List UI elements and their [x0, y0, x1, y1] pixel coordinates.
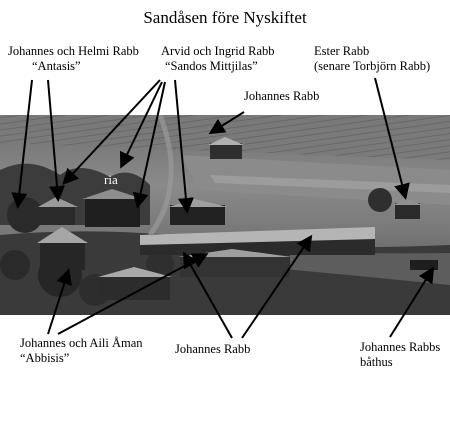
building-ria — [82, 189, 143, 227]
aerial-photo-drawing — [0, 115, 450, 315]
building-bathus — [410, 260, 438, 270]
building-ester — [393, 198, 422, 219]
label-abbisis-line2: “Abbisis” — [20, 351, 70, 365]
label-johannes-top: Johannes Rabb — [244, 89, 319, 104]
label-johannes-bottom: Johannes Rabb — [175, 342, 250, 357]
building-antasis — [38, 197, 78, 225]
label-ester-line2: (senare Torbjörn Rabb) — [314, 59, 431, 73]
building-johannes-top — [208, 137, 244, 159]
label-johannes-top-line1: Johannes Rabb — [244, 89, 320, 103]
label-antasis-line1: Johannes och Helmi Rabb — [8, 44, 139, 58]
page-title: Sandåsen före Nyskiftet — [143, 8, 307, 27]
label-antasis-line2: “Antasis” — [32, 59, 81, 73]
aerial-photo — [0, 115, 450, 315]
label-ester: Ester Rabb (senare Torbjörn Rabb) — [314, 44, 430, 74]
label-bathus: Johannes Rabbs båthus — [360, 340, 440, 370]
label-sandos-line1: Arvid och Ingrid Rabb — [161, 44, 275, 58]
label-antasis: Johannes och Helmi Rabb “Antasis” — [8, 44, 139, 74]
label-abbisis-line1: Johannes och Aili Åman — [20, 336, 143, 350]
label-bathus-line2: båthus — [360, 355, 393, 369]
label-abbisis: Johannes och Aili Åman “Abbisis” — [20, 336, 143, 366]
label-johannes-bottom-line1: Johannes Rabb — [175, 342, 251, 356]
label-ester-line1: Ester Rabb — [314, 44, 370, 58]
label-sandos: Arvid och Ingrid Rabb “Sandos Mittjilas” — [161, 44, 275, 74]
label-sandos-line2: “Sandos Mittjilas” — [165, 59, 258, 73]
label-bathus-line1: Johannes Rabbs — [360, 340, 441, 354]
ria-label: ria — [104, 172, 118, 187]
